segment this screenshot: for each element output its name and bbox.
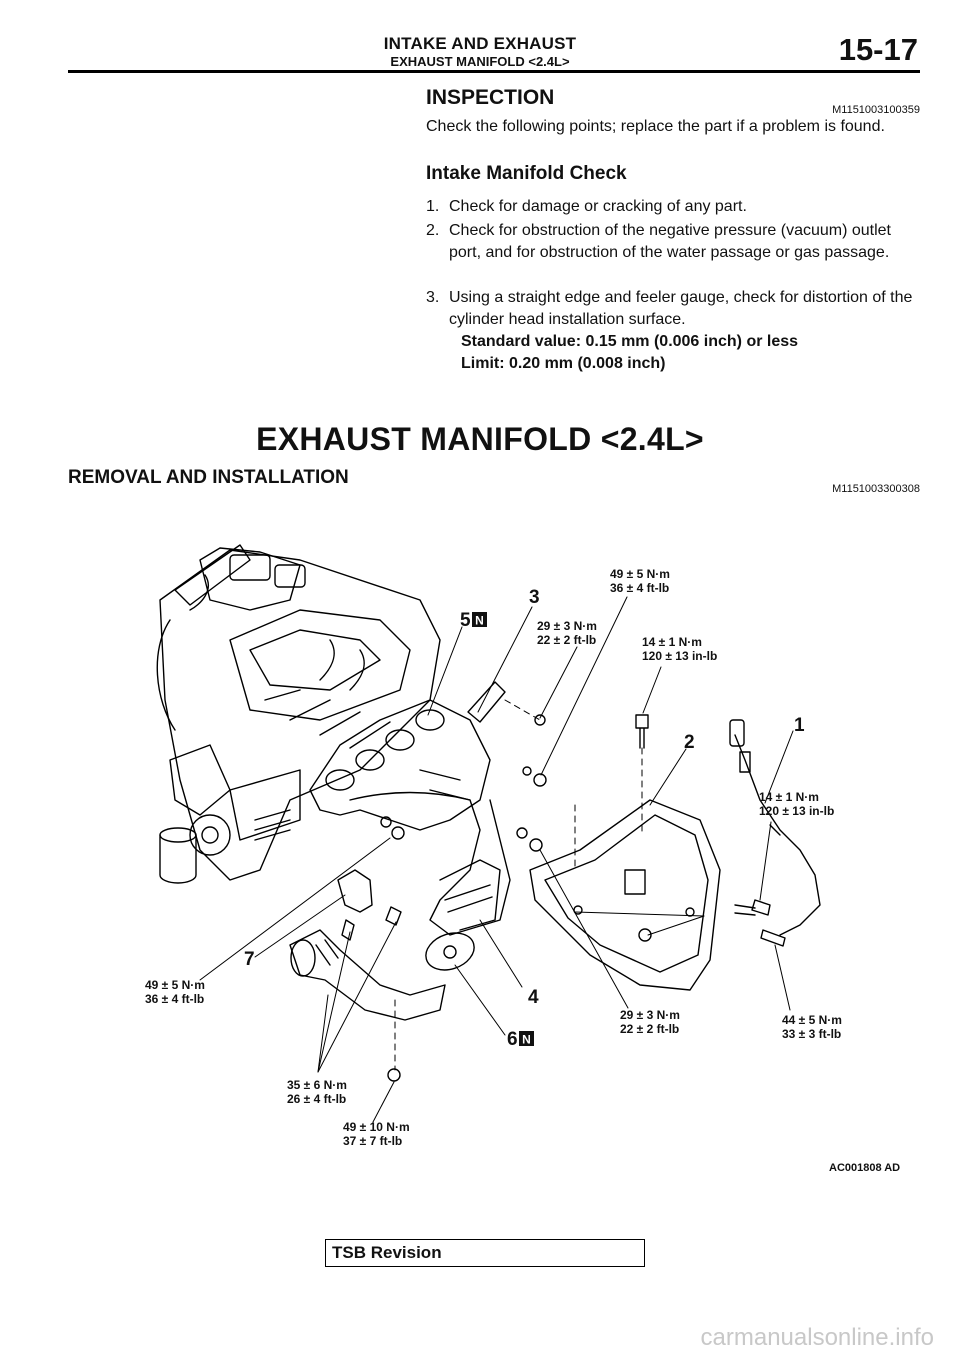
removal-code: M1151003300308 bbox=[832, 483, 920, 495]
part-number-5: 5 bbox=[460, 610, 471, 631]
inspection-intro: Check the following points; replace the … bbox=[426, 118, 885, 135]
torque-label: 120 ± 13 in-lb bbox=[642, 649, 717, 663]
section-title: INTAKE AND EXHAUST bbox=[383, 34, 577, 53]
torque-label: 33 ± 3 ft-lb bbox=[782, 1027, 841, 1041]
torque-label: 29 ± 3 N·m bbox=[620, 1008, 680, 1022]
limit-value: Limit: 0.20 mm (0.008 inch) bbox=[461, 355, 666, 372]
part-number-1: 1 bbox=[794, 715, 805, 736]
new-part-mark-text: N bbox=[522, 1033, 531, 1047]
step-number: 2. bbox=[426, 222, 440, 239]
part-number-3: 3 bbox=[529, 587, 540, 608]
torque-label: 120 ± 13 in-lb bbox=[759, 804, 834, 818]
bolts-drawing bbox=[341, 906, 402, 941]
new-part-mark-6 bbox=[519, 1031, 534, 1046]
torque-label: 36 ± 4 ft-lb bbox=[610, 581, 669, 595]
torque-label: 35 ± 6 N·m bbox=[287, 1078, 347, 1092]
torque-label: 36 ± 4 ft-lb bbox=[145, 992, 204, 1006]
main-title: EXHAUST MANIFOLD <2.4L> bbox=[256, 421, 704, 457]
step-3: 3. Using a straight edge and feeler gaug… bbox=[426, 287, 916, 331]
torque-label: 49 ± 5 N·m bbox=[145, 978, 205, 992]
assembly-lines bbox=[394, 699, 643, 1071]
gasket-drawing bbox=[425, 932, 475, 971]
torque-label: 37 ± 7 ft-lb bbox=[343, 1134, 402, 1148]
part-number-2: 2 bbox=[684, 732, 695, 753]
step-number: 1. bbox=[426, 198, 440, 215]
nuts-drawing bbox=[380, 714, 547, 852]
torque-label: 22 ± 2 ft-lb bbox=[537, 633, 596, 647]
front-pipe-drawing bbox=[289, 929, 446, 1021]
step-1: 1. Check for damage or cracking of any p… bbox=[426, 196, 916, 218]
oxygen-sensor-drawing bbox=[729, 719, 821, 947]
figure-id: AC001808 AD bbox=[829, 1162, 900, 1174]
leader-lines bbox=[199, 596, 794, 1123]
step-text: Using a straight edge and feeler gauge, … bbox=[449, 289, 913, 328]
part-number-4: 4 bbox=[528, 987, 539, 1008]
page-number: 15-17 bbox=[838, 32, 918, 67]
torque-label: 29 ± 3 N·m bbox=[537, 619, 597, 633]
torque-label: 14 ± 1 N·m bbox=[642, 635, 702, 649]
standard-value: Standard value: 0.15 mm (0.006 inch) or … bbox=[461, 333, 799, 350]
torque-label: 49 ± 10 N·m bbox=[343, 1120, 410, 1134]
bracket-7-drawing bbox=[337, 869, 373, 913]
exhaust-manifold-drawing bbox=[309, 699, 511, 936]
heat-shield-bolt-drawing bbox=[635, 714, 649, 749]
step-2: 2. Check for obstruction of the negative… bbox=[426, 220, 916, 264]
step-text: Check for obstruction of the negative pr… bbox=[449, 222, 891, 261]
header-rule bbox=[68, 70, 920, 73]
new-part-mark-text: N bbox=[475, 614, 484, 628]
tsb-revision-box: TSB Revision bbox=[325, 1239, 645, 1267]
bottom-nut-drawing bbox=[387, 1068, 401, 1082]
new-part-mark-5 bbox=[472, 612, 487, 627]
bracket-drawing bbox=[467, 681, 506, 723]
removal-heading: REMOVAL AND INSTALLATION bbox=[68, 467, 349, 488]
step-text: Check for damage or cracking of any part… bbox=[449, 198, 747, 215]
torque-label: 26 ± 4 ft-lb bbox=[287, 1092, 346, 1106]
step-number: 3. bbox=[426, 289, 440, 306]
inspection-code: M1151003100359 bbox=[832, 104, 920, 116]
engine-block-drawing bbox=[156, 544, 441, 884]
inspection-heading: INSPECTION bbox=[426, 86, 555, 109]
subsection-title: EXHAUST MANIFOLD <2.4L> bbox=[390, 54, 570, 69]
heat-shield-drawing bbox=[529, 799, 721, 991]
intake-manifold-check-heading: Intake Manifold Check bbox=[426, 163, 627, 184]
torque-label: 14 ± 1 N·m bbox=[759, 790, 819, 804]
watermark: carmanualsonline.info bbox=[700, 1324, 934, 1351]
part-number-7: 7 bbox=[244, 949, 255, 970]
torque-label: 44 ± 5 N·m bbox=[782, 1013, 842, 1027]
torque-label: 49 ± 5 N·m bbox=[610, 567, 670, 581]
part-number-6: 6 bbox=[507, 1029, 518, 1050]
torque-label: 22 ± 2 ft-lb bbox=[620, 1022, 679, 1036]
